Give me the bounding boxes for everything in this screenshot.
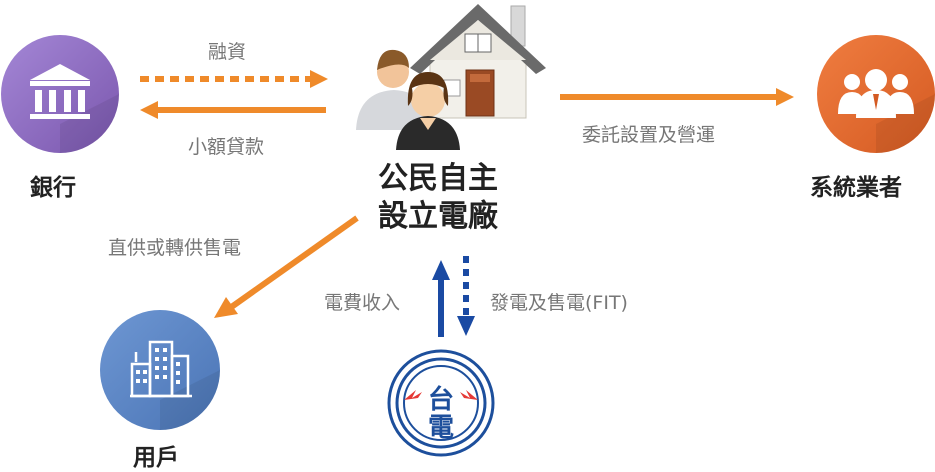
edge-sell-power-arrow [457,256,475,336]
edge-micro-loan-arrow [140,101,326,119]
edge-electricity-income-arrow [432,260,450,337]
operator-label: 系統業者 [810,175,902,201]
edge-financing-label: 融資 [208,41,247,63]
taipower-logo-icon [387,349,495,457]
taipower-logo-text: 台電 [427,385,454,443]
bank-node [1,35,119,153]
center-label-line1: 公民自主 [378,161,498,196]
house-with-couple-icon [356,4,546,150]
edge-micro-loan-label: 小額貸款 [188,136,265,158]
edge-commission-label: 委託設置及營運 [582,124,716,146]
office-buildings-icon [130,340,192,398]
edge-direct-supply-arrow [214,215,359,318]
bank-label: 銀行 [30,175,76,201]
edge-sell-power-label: 發電及售電(FIT) [490,292,628,314]
users-label: 用戶 [133,445,179,471]
edge-direct-supply-label: 直供或轉供售電 [108,237,242,259]
bank-icon [30,64,90,119]
users-circle [100,310,220,430]
edge-electricity-income-label: 電費收入 [324,292,401,314]
users-node [100,310,220,430]
bank-circle [1,35,119,153]
operator-node [817,35,935,153]
center-label-line2: 設立電廠 [378,199,498,234]
people-group-icon [838,69,914,118]
edge-financing-arrow [140,70,328,88]
edge-commission-arrow [560,88,794,106]
